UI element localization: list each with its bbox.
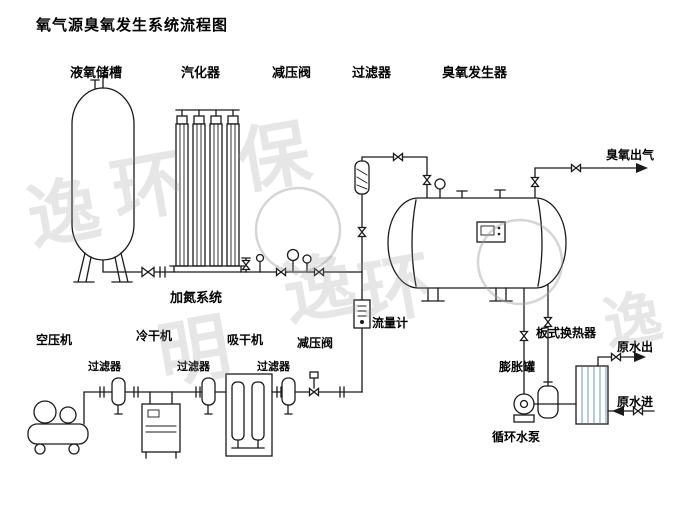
air-filter-2-symbol xyxy=(201,377,216,415)
air-filter-3-symbol xyxy=(281,377,296,415)
label-adsorption-dryer: 吸干机 xyxy=(227,333,264,347)
valve-icon xyxy=(519,330,529,342)
label-raw-water-out: 原水出 xyxy=(617,340,654,354)
cold-dryer-symbol xyxy=(141,391,181,459)
valve-icon xyxy=(308,387,320,397)
nitrogen-system-symbol xyxy=(241,253,265,273)
adsorption-dryer-symbol xyxy=(225,373,273,457)
label-ozone-generator: 臭氧发生器 xyxy=(442,65,508,80)
plate-heat-exchanger-symbol xyxy=(575,365,609,425)
label-filter-1: 过滤器 xyxy=(88,361,121,373)
label-liquid-oxygen-tank: 液氧储槽 xyxy=(70,65,123,80)
valve-icon xyxy=(422,174,432,186)
label-ozone-outlet: 臭氧出气 xyxy=(606,148,655,162)
valve-icon xyxy=(570,163,582,173)
main-filter-symbol xyxy=(354,160,370,195)
page-title: 氧气源臭氧发生系统流程图 xyxy=(36,17,229,34)
air-filter-1-symbol xyxy=(111,377,126,415)
liquid-oxygen-tank-symbol xyxy=(71,75,135,283)
pressure-regulator-main-symbol xyxy=(286,248,312,273)
vaporizer-symbol xyxy=(169,109,246,273)
generator-top-fittings xyxy=(434,178,506,199)
label-cold-dryer: 冷干机 xyxy=(136,329,173,343)
air-pressure-valve-symbol xyxy=(308,371,320,397)
label-filter-main: 过滤器 xyxy=(352,65,392,80)
valve-icon xyxy=(530,176,540,188)
label-air-compressor: 空压机 xyxy=(36,333,73,347)
pipe-unions xyxy=(99,266,345,398)
valve-icon xyxy=(313,267,325,277)
ozone-generator-symbol xyxy=(387,197,567,302)
valve-icon xyxy=(141,266,155,278)
circulating-pump-symbol xyxy=(513,393,535,423)
label-pressure-valve-main: 减压阀 xyxy=(272,65,312,80)
label-filter-2: 过滤器 xyxy=(177,361,210,373)
label-vaporizer: 汽化器 xyxy=(181,65,221,80)
label-nitrogen-system: 加氮系统 xyxy=(170,290,223,305)
flow-meter-symbol xyxy=(353,299,371,329)
label-expansion-tank: 膨胀罐 xyxy=(499,360,536,374)
label-pressure-valve-air: 减压阀 xyxy=(297,336,334,350)
expansion-tank-symbol xyxy=(537,381,559,419)
label-circulating-pump: 循环水泵 xyxy=(492,430,541,444)
air-compressor-symbol xyxy=(27,400,89,455)
valve-icon xyxy=(392,152,404,162)
valve-icon xyxy=(357,226,367,238)
label-raw-water-in: 原水进 xyxy=(617,395,654,409)
watermark-ring-icons xyxy=(254,186,564,306)
valve-icon xyxy=(241,259,251,271)
label-plate-heat-exchanger: 板式换热器 xyxy=(536,326,597,340)
flow-arrows xyxy=(612,163,648,416)
label-filter-3: 过滤器 xyxy=(257,361,290,373)
label-flow-meter: 流量计 xyxy=(372,316,409,330)
